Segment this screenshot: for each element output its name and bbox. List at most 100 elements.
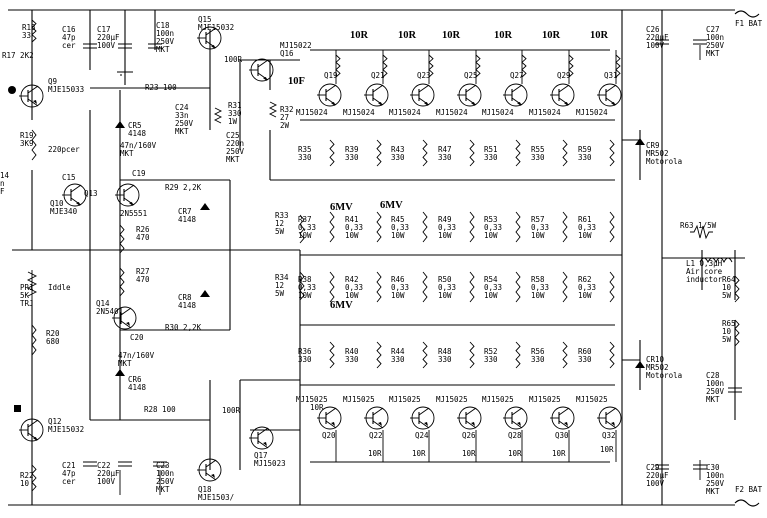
- label-10r-bottom: 10R: [462, 449, 476, 458]
- transistor-q14-label: 2N5401: [96, 307, 123, 316]
- resistor-r22-label: 10: [20, 479, 30, 488]
- label-10f: 10F: [288, 76, 305, 87]
- cap-c21: [83, 461, 97, 467]
- transistor-q31-label: Q31: [604, 71, 618, 80]
- transistor-q17-label: Q17: [254, 451, 268, 460]
- inductor-l1-label: inductor: [686, 275, 723, 284]
- cap-c19-label: C19: [132, 169, 146, 178]
- resistor-r46-label: 10W: [391, 291, 405, 300]
- cap-c17: [118, 43, 132, 49]
- diode-3: [115, 368, 125, 376]
- resistor-r63-label: R63 1/5W: [680, 221, 717, 230]
- diode-4: [635, 137, 645, 145]
- resistor-r49-label: 0,33: [438, 223, 456, 232]
- resistor-r50-label: 10W: [438, 291, 452, 300]
- resistor-r19-label: 3K9: [20, 139, 34, 148]
- transistor-q20-label: Q20: [322, 431, 336, 440]
- resistor-r43-label: 330: [391, 153, 405, 162]
- resistor-r61-label: 10W: [578, 231, 592, 240]
- transistor-q18-label: MJE1503/: [198, 493, 234, 502]
- resistor-r32-label: R32: [280, 105, 294, 114]
- cap-c25-label: 220n: [226, 139, 244, 148]
- cap-c29-label: C29: [646, 463, 660, 472]
- cap-c27: [693, 39, 707, 45]
- resistor-r57-label: 10W: [531, 231, 545, 240]
- resistor-r34: [299, 271, 305, 301]
- transistor-q21-label: Q21: [371, 71, 385, 80]
- label-6mv-a: 6MV: [330, 202, 353, 213]
- cap-c15-label: C15: [62, 173, 76, 182]
- cap-c28-label: C28: [706, 371, 720, 380]
- resistor-r56-label: 330: [531, 355, 545, 364]
- transistor-q21: [364, 83, 389, 107]
- resistor-r41-label: 0,33: [345, 223, 363, 232]
- resistor-r42-label: 0,33: [345, 283, 363, 292]
- diode-cr7-label: CR7: [178, 207, 192, 216]
- resistor-r59-label: 330: [578, 153, 592, 162]
- fuse-f2-label: F2 BAT: [735, 485, 763, 494]
- resistor-r58-label: R58: [531, 275, 545, 284]
- resistor-r18: [31, 19, 37, 43]
- transistor-q9-label: Q9: [48, 77, 57, 86]
- resistor-r65-label: R65: [722, 319, 736, 328]
- resistor-r23-label: R23 100: [145, 83, 177, 92]
- resistor-r27: [119, 267, 125, 297]
- cap-c19-rating: 47n/160V: [120, 141, 157, 150]
- resistor-r33-label: R33: [275, 211, 289, 220]
- cap-c28-label: MKT: [706, 395, 720, 404]
- cap-c27-label: 250V: [706, 41, 725, 50]
- resistor-r29-label: R29 2,2K: [165, 183, 202, 192]
- cap-c20-label: C20: [130, 333, 144, 342]
- resistor-r60-label: R60: [578, 347, 592, 356]
- cap-c14-label: F: [0, 187, 5, 196]
- resistor-r57-label: 0,33: [531, 223, 549, 232]
- resistor-r57-label: R57: [531, 215, 545, 224]
- resistor-r48-label: R48: [438, 347, 452, 356]
- resistor-r37-label: R37: [298, 215, 312, 224]
- inductor-l1-label: L1 0,3µH: [686, 259, 723, 268]
- resistor-r49-label: R49: [438, 215, 452, 224]
- label-6mv-c: 6MV: [330, 300, 353, 311]
- resistor-r53-label: 0,33: [484, 223, 502, 232]
- resistor-r48: [469, 341, 475, 369]
- resistor-r20-label: 680: [46, 337, 60, 346]
- resistor-r38-label: R38: [298, 275, 312, 284]
- transistor-q24-label: Q24: [415, 431, 429, 440]
- label-10r-bottom: 10R: [508, 449, 522, 458]
- transistor-q14: [112, 306, 137, 330]
- resistor-r42-label: 10W: [345, 291, 359, 300]
- resistor-r54-label: 10W: [484, 291, 498, 300]
- fuse-f1-label: F1 BAT: [735, 19, 763, 28]
- transistor-q31-type: MJ15024: [576, 108, 608, 117]
- label-10r-top: 10R: [350, 30, 369, 41]
- transistor-q19-type: MJ15024: [296, 108, 328, 117]
- cap-c24-label: 33n: [175, 111, 189, 120]
- transistor-q10-label: MJE340: [50, 207, 78, 216]
- resistor-r47: [469, 139, 475, 167]
- resistor-r49: [469, 211, 475, 243]
- cap-c18-label: C18: [156, 21, 170, 30]
- resistor-r64-label: 5W: [722, 291, 732, 300]
- diode-cr6-label: CR6: [128, 375, 142, 384]
- pot-pr1-label: PR1: [20, 283, 34, 292]
- resistor-r20-label: R20: [46, 329, 60, 338]
- resistor-r40-label: 330: [345, 355, 359, 364]
- transistor-q22-type: MJ15025: [343, 395, 375, 404]
- resistor-r64-label: 10: [722, 283, 732, 292]
- resistor-r44-label: R44: [391, 347, 405, 356]
- label-10r-bottom: 10R: [368, 449, 382, 458]
- diode-cr9-label: Motorola: [646, 157, 682, 166]
- transistor-q19-label: Q19: [324, 71, 338, 80]
- cap-c27-label: MKT: [706, 49, 720, 58]
- resistor-r37: [329, 211, 335, 243]
- resistor-r34-label: 12: [275, 281, 284, 290]
- transistor-q28: [503, 406, 528, 430]
- diode-cr8-label: CR8: [178, 293, 192, 302]
- diode-cr10-label: CR10: [646, 355, 665, 364]
- resistor-r52-label: R52: [484, 347, 498, 356]
- cap-c27-label: C27: [706, 25, 720, 34]
- cap-c21-label: 47p: [62, 469, 76, 478]
- resistor-r50-label: 0,33: [438, 283, 456, 292]
- resistor-r55: [562, 139, 568, 167]
- resistor-r64: [734, 275, 740, 303]
